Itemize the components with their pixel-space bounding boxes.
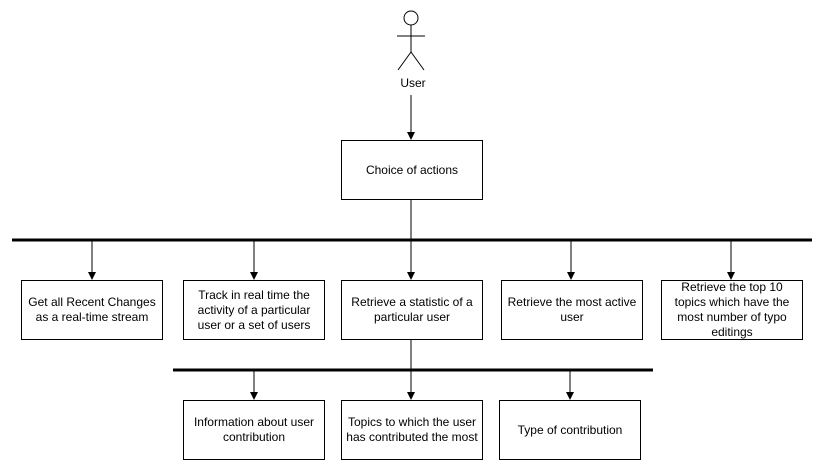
action-node-user-statistic: Retrieve a statistic of a particular use… [341,280,483,340]
choice-of-actions-node: Choice of actions [341,140,483,200]
action-label-most-active-user: Retrieve the most active user [507,295,637,324]
action-node-top-typo-topics: Retrieve the top 10 topics which have th… [661,280,803,340]
action-label-user-statistic: Retrieve a statistic of a particular use… [351,295,473,324]
choice-of-actions-label: Choice of actions [365,162,459,177]
user-actor-label: User [400,76,426,90]
action-node-recent-changes: Get all Recent Changes as a real-time st… [21,280,163,340]
detail-label-contribution-type: Type of contribution [517,422,623,437]
action-label-track-activity: Track in real time the activity of a par… [197,287,311,332]
detail-node-contribution-info: Information about user contribution [183,400,325,460]
user-actor-icon [397,10,425,71]
detail-node-top-topics: Topics to which the user has contributed… [341,400,483,460]
detail-label-contribution-info: Information about user contribution [193,415,315,444]
detail-node-contribution-type: Type of contribution [499,400,641,460]
action-node-most-active-user: Retrieve the most active user [501,280,643,340]
detail-label-top-topics: Topics to which the user has contributed… [346,415,478,444]
action-node-track-activity: Track in real time the activity of a par… [183,280,325,340]
action-label-top-typo-topics: Retrieve the top 10 topics which have th… [674,280,790,339]
action-label-recent-changes: Get all Recent Changes as a real-time st… [28,295,156,324]
